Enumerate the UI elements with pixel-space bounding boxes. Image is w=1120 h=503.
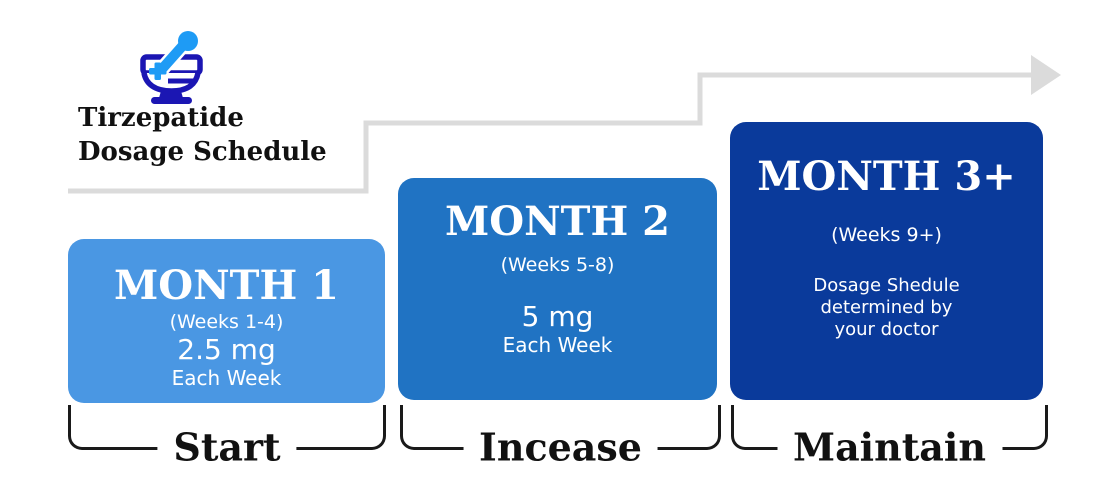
month-2-dose: 5 mg bbox=[521, 300, 594, 333]
phase-label-maintain: Maintain bbox=[777, 424, 1002, 470]
page-title-line1: Tirzepatide bbox=[78, 103, 244, 133]
month-1-dose: 2.5 mg bbox=[177, 333, 276, 366]
phase-label-incease: Incease bbox=[463, 424, 658, 470]
month-3plus-weeks: (Weeks 9+) bbox=[831, 224, 942, 246]
stage-box-month-3plus: MONTH 3+ (Weeks 9+) Dosage Shedule deter… bbox=[730, 122, 1043, 400]
month-1-heading: MONTH 1 bbox=[114, 262, 339, 309]
month-2-weeks: (Weeks 5-8) bbox=[500, 254, 615, 276]
stage-box-month-1: MONTH 1 (Weeks 1-4) 2.5 mg Each Week bbox=[68, 239, 385, 403]
phase-bracket-incease: Incease bbox=[400, 405, 721, 470]
note-line-2: determined by bbox=[820, 297, 953, 318]
month-1-weeks: (Weeks 1-4) bbox=[169, 311, 284, 333]
note-line-1: Dosage Shedule bbox=[813, 275, 960, 296]
phase-bracket-start: Start bbox=[68, 405, 386, 470]
phase-bracket-maintain: Maintain bbox=[731, 405, 1048, 470]
page-title: Tirzepatide Dosage Schedule bbox=[78, 101, 327, 169]
month-2-frequency: Each Week bbox=[502, 333, 613, 357]
month-3plus-note: Dosage Shedule determined by your doctor bbox=[813, 275, 959, 341]
month-1-frequency: Each Week bbox=[171, 366, 282, 390]
note-line-3: your doctor bbox=[834, 319, 939, 340]
stage-box-month-2: MONTH 2 (Weeks 5-8) 5 mg Each Week bbox=[398, 178, 717, 400]
page-title-line2: Dosage Schedule bbox=[78, 137, 327, 167]
month-3plus-heading: MONTH 3+ bbox=[757, 153, 1016, 200]
month-2-heading: MONTH 2 bbox=[445, 198, 670, 245]
phase-label-start: Start bbox=[157, 424, 297, 470]
mortar-and-pestle-icon bbox=[130, 26, 206, 112]
